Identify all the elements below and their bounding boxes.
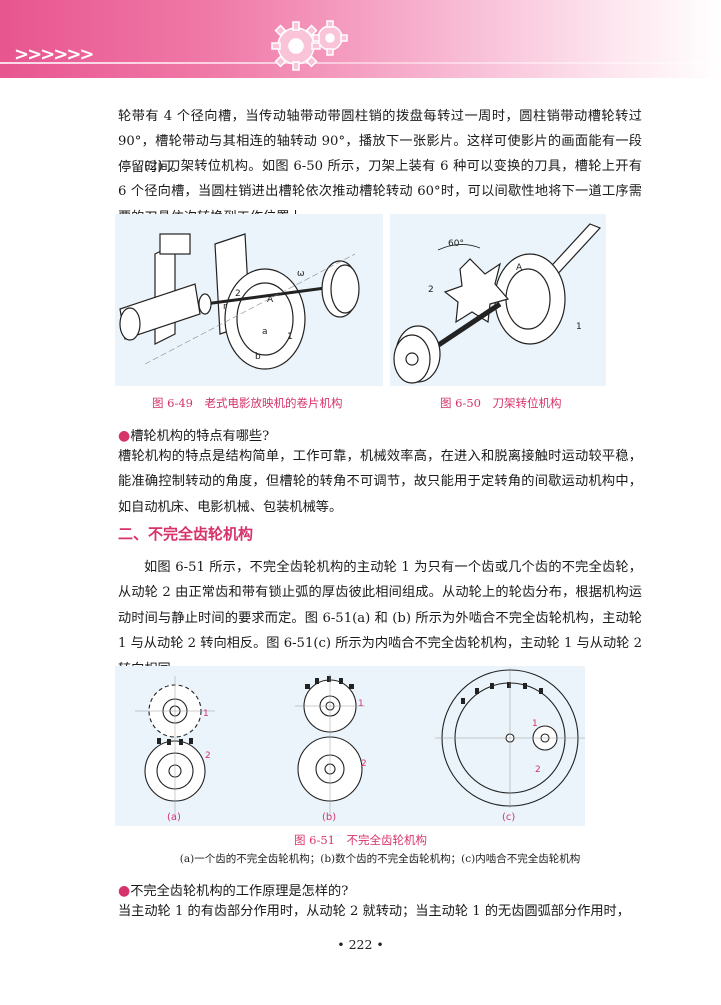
fig51c-label-1: 1 — [532, 719, 538, 729]
fig51-panel-a: (a) — [167, 812, 181, 823]
page-number: • 222 • — [337, 937, 384, 952]
fig51-panel-c: (c) — [502, 812, 515, 823]
paragraph-3: 槽轮机构的特点是结构简单，工作可靠，机械效率高，在进入和脱离接触时运动较平稳，能… — [118, 449, 642, 515]
fig50-angle-label: 60° — [448, 239, 464, 249]
question-1: ●槽轮机构的特点有哪些? — [118, 425, 269, 448]
fig51-panel-b: (b) — [322, 812, 336, 823]
section-heading: 二、不完全齿轮机构 — [118, 525, 254, 543]
gears-icon — [271, 20, 348, 71]
paragraph-1: 轮带有 4 个径向槽，当传动轴带动带圆柱销的拨盘每转过一周时，圆柱销带动槽轮转过… — [118, 109, 642, 175]
banner-line — [0, 62, 721, 64]
figure-6-51-caption: 图 6-51 不完全齿轮机构 — [294, 833, 427, 847]
header-banner: >>>>>> — [0, 0, 721, 78]
chevron-decoration: >>>>>> — [14, 44, 94, 65]
figure-6-50-caption: 图 6-50 刀架转位机构 — [440, 396, 562, 410]
fig49-r-label: r — [223, 302, 227, 312]
fig51a-label-2: 2 — [205, 751, 211, 761]
paragraph-4: 如图 6-51 所示，不完全齿轮机构的主动轮 1 为只有一个齿或几个齿的不完全齿… — [118, 560, 642, 677]
fig50-label-1: 1 — [576, 322, 582, 332]
figure-6-49-film-projector: ω A a b 1 2 r — [115, 214, 383, 386]
fig49-label-1: 1 — [287, 332, 293, 342]
figure-6-50-tool-turret: 60° 2 A 1 — [390, 214, 606, 386]
question-2-text: 不完全齿轮机构的工作原理是怎样的? — [130, 884, 349, 899]
fig49-label-2: 2 — [235, 289, 241, 299]
bullet-icon: ● — [118, 883, 131, 899]
question-2: ●不完全齿轮机构的工作原理是怎样的? — [118, 880, 348, 903]
figure-6-51-incomplete-gears: 1 2 (a) 1 2 (b) 1 2 (c) — [115, 666, 585, 826]
fig49-a-label: a — [262, 327, 268, 337]
fig51c-label-2: 2 — [535, 765, 541, 775]
question-1-text: 槽轮机构的特点有哪些? — [130, 429, 270, 444]
figure-6-49-caption: 图 6-49 老式电影放映机的卷片机构 — [152, 396, 343, 410]
fig51b-label-2: 2 — [361, 759, 367, 769]
fig49-b-label: b — [255, 352, 261, 362]
figure-6-51-subcaption: (a)一个齿的不完全齿轮机构；(b)数个齿的不完全齿轮机构；(c)内啮合不完全齿… — [179, 853, 581, 865]
fig51a-label-1: 1 — [203, 709, 209, 719]
bullet-icon: ● — [118, 428, 131, 444]
fig50-A-label: A — [516, 263, 523, 273]
fig51b-label-1: 1 — [358, 699, 364, 709]
fig49-omega-label: ω — [297, 269, 305, 279]
fig50-label-2: 2 — [428, 285, 434, 295]
paragraph-5: 当主动轮 1 的有齿部分作用时，从动轮 2 就转动；当主动轮 1 的无齿圆弧部分… — [118, 904, 630, 919]
fig49-A-label: A — [267, 295, 274, 305]
